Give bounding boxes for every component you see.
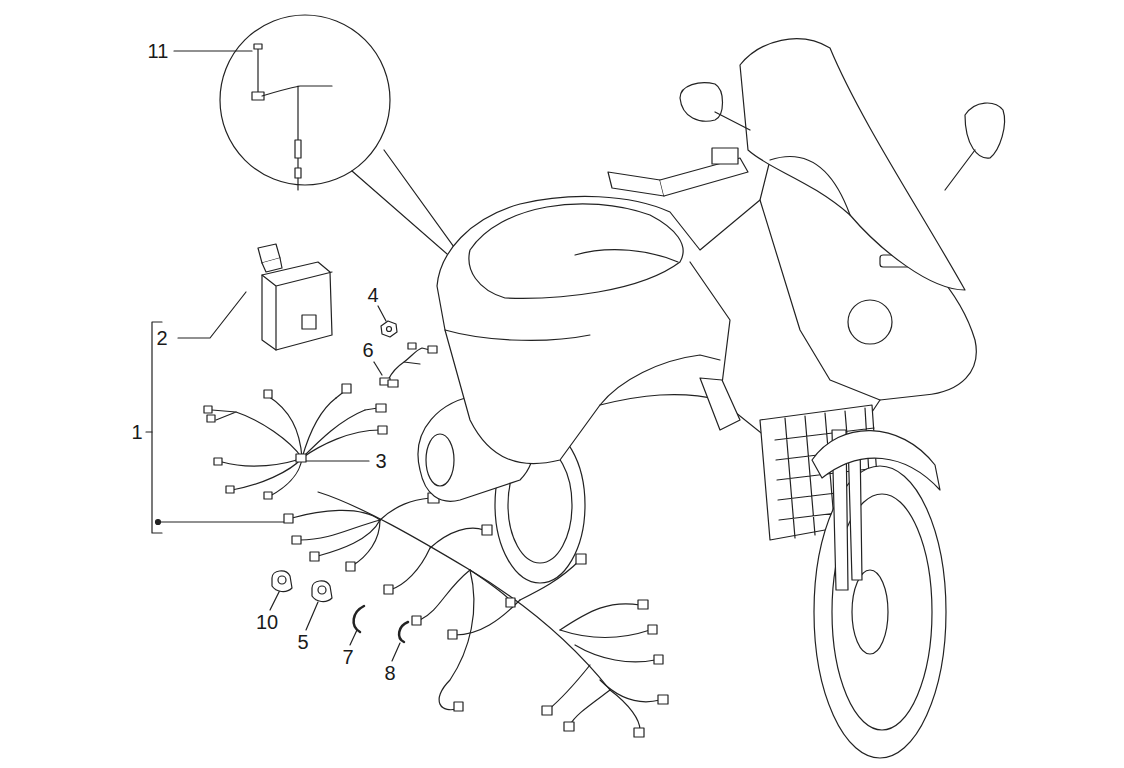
callout-number: 11	[147, 41, 170, 61]
clips	[272, 571, 408, 642]
callout-number: 7	[341, 647, 354, 667]
callout-number: 6	[361, 340, 374, 360]
sub-harness-connectors	[204, 384, 387, 499]
nut-part	[381, 321, 397, 337]
callout-number: 2	[155, 328, 168, 348]
main-harness	[292, 492, 660, 730]
small-cable	[380, 343, 437, 387]
control-unit	[258, 244, 332, 350]
scooter	[418, 39, 1004, 758]
main-harness-connectors	[284, 493, 668, 737]
callout-number: 4	[366, 285, 379, 305]
leader-lines	[146, 51, 400, 661]
callout-number: 10	[255, 612, 279, 632]
detail-circle	[220, 15, 390, 185]
callout-number: 5	[296, 632, 309, 652]
sub-harness	[212, 390, 380, 496]
cable-detail	[252, 44, 332, 190]
callout-number: 3	[374, 451, 387, 471]
callout-number: 8	[383, 663, 396, 683]
leader-dot	[156, 520, 161, 525]
callout-number: 1	[130, 422, 143, 442]
